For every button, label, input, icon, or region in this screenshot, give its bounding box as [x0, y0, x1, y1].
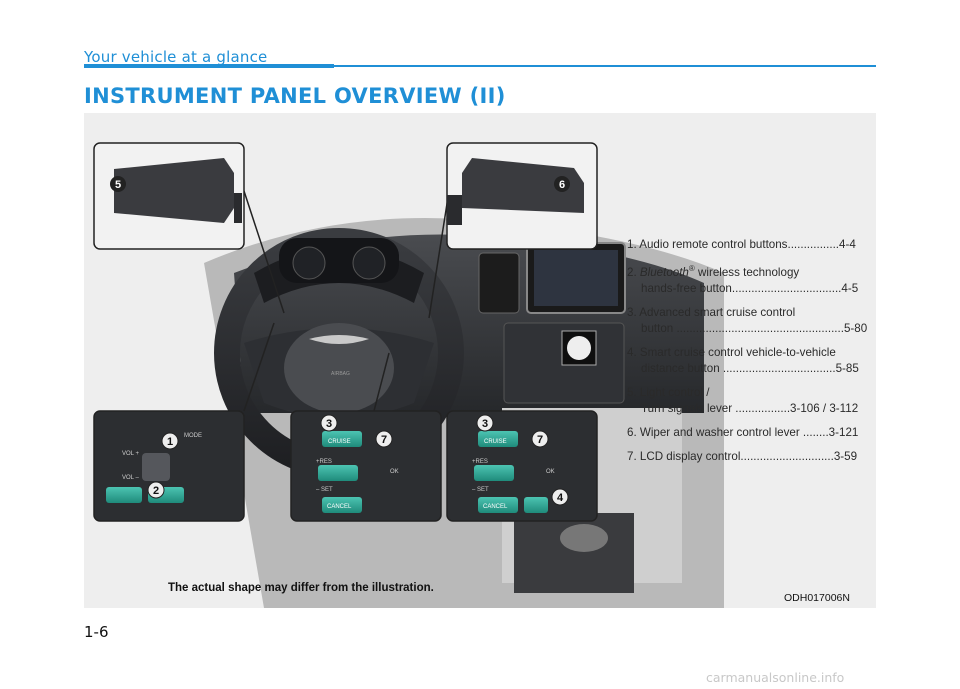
header-rule-thin — [334, 65, 876, 67]
callout-1 — [161, 432, 179, 450]
callout-3b — [476, 414, 494, 432]
page-title: INSTRUMENT PANEL OVERVIEW (II) — [84, 84, 506, 108]
air-vent — [478, 252, 520, 314]
callout-4 — [551, 488, 569, 506]
vol-down-label: VOL – — [122, 475, 139, 481]
airbag-label: AIRBAG — [331, 371, 350, 377]
legend-item-2: 2. Bluetooth® wireless technology hands-… — [627, 264, 859, 295]
instrument-panel-illustration: AIRBAG 5 6 — [93, 142, 724, 608]
header-rule-thick — [84, 64, 334, 68]
legend-item-5: 5. Light control / Turn signals lever ..… — [627, 385, 859, 415]
cruise-button — [322, 431, 362, 447]
ok-label-2: OK — [546, 469, 555, 475]
cancel-button — [322, 497, 362, 513]
cruise-button-label: CRUISE — [328, 439, 351, 445]
ok-label: OK — [390, 469, 399, 475]
callout-6-label: 6 — [559, 179, 565, 191]
figure-code: ODH017006N — [784, 592, 850, 604]
figure-panel: AIRBAG 5 6 — [84, 113, 876, 608]
inset-wiper-control: 6 — [446, 142, 598, 250]
mode-button-label: MODE — [184, 433, 202, 439]
set-label-2: – SET — [472, 487, 489, 493]
legend-item-4: 4. Smart cruise control vehicle-to-vehic… — [627, 345, 859, 375]
callout-7b-label: 7 — [537, 434, 543, 446]
figure-note: The actual shape may differ from the ill… — [168, 582, 434, 594]
callout-5 — [110, 176, 126, 192]
callout-3 — [320, 414, 338, 432]
inset-cruise-controls: CRUISE +RES – SET CANCEL OK 3 7 — [290, 410, 442, 522]
callout-2-label: 2 — [153, 485, 159, 497]
callout-5-label: 5 — [115, 179, 121, 191]
callout-3-label: 3 — [326, 418, 332, 430]
cruise-button-label-2: CRUISE — [484, 439, 507, 445]
legend-item-1: 1. Audio remote control buttons.........… — [627, 238, 856, 251]
callout-7b — [531, 430, 549, 448]
callout-4-label: 4 — [557, 492, 564, 504]
inset-light-control: 5 — [93, 142, 245, 250]
section-label: Your vehicle at a glance — [84, 48, 268, 66]
page-number: 1-6 — [84, 623, 109, 641]
callout-3b-label: 3 — [482, 418, 488, 430]
callout-7-label: 7 — [381, 434, 387, 446]
callout-2 — [147, 481, 165, 499]
distance-button — [524, 497, 548, 513]
res-label-2: +RES — [472, 459, 488, 465]
legend-item-3: 3. Advanced smart cruise control button … — [627, 305, 868, 335]
leader-lines — [243, 190, 450, 412]
inset-cruise-distance-controls: CRUISE +RES – SET CANCEL OK 3 7 4 — [446, 410, 598, 522]
cancel-button-label: CANCEL — [327, 504, 352, 510]
component-legend: 1. Audio remote control buttons.........… — [627, 237, 877, 473]
vol-up-label: VOL + — [122, 451, 139, 457]
set-label: – SET — [316, 487, 333, 493]
cancel-button-label-2: CANCEL — [483, 504, 508, 510]
call-button — [106, 487, 142, 503]
callout-1-label: 1 — [167, 436, 173, 448]
callout-7 — [375, 430, 393, 448]
res-label: +RES — [316, 459, 332, 465]
watermark: carmanualsonline.info — [706, 670, 845, 685]
legend-item-7: 7. LCD display control..................… — [627, 449, 858, 463]
legend-item-6: 6. Wiper and washer control lever ......… — [627, 425, 859, 439]
brand-emblem — [309, 335, 369, 344]
inset-audio-remote: MODE VOL + VOL – 1 2 — [93, 410, 245, 522]
callout-6 — [554, 176, 570, 192]
